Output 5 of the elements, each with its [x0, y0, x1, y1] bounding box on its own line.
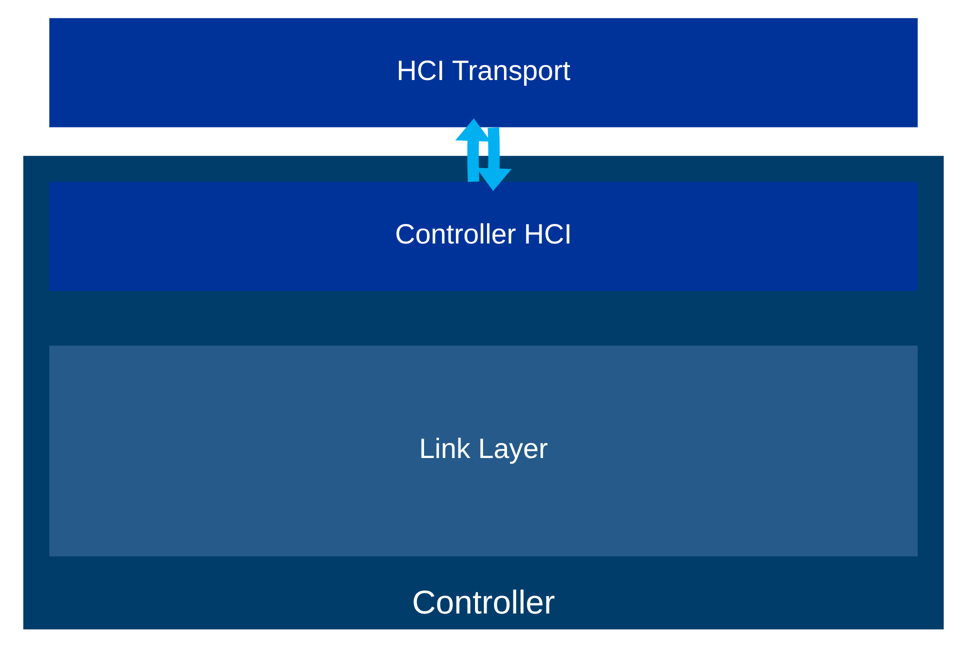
arrow [455, 118, 491, 182]
node-box: HCI Transport [49, 18, 918, 127]
node-box: Link Layer [49, 345, 918, 556]
node-box: Controller HCI [49, 181, 918, 291]
arrow [476, 126, 512, 190]
